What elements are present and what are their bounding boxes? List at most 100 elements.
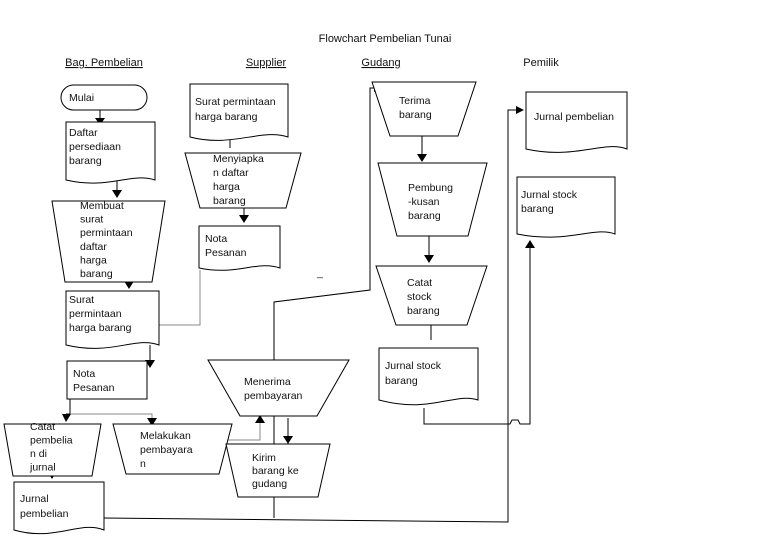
label-line: pembelia [30, 435, 73, 447]
label-line: harga [80, 254, 107, 266]
label-line: pembayara [140, 444, 193, 456]
process-menerima-pembayaran [207, 359, 350, 417]
flowchart-title: Flowchart Pembelian Tunai [319, 33, 452, 45]
document-jurnal-stock-gudang [378, 347, 479, 406]
label-catat-stock: Catat stock barang [407, 277, 440, 317]
label-line: barang [408, 210, 441, 222]
label-jurnal-pembelian: Jurnal pembelian [20, 493, 69, 520]
document-jurnal-pembelian [13, 481, 105, 535]
process-catat-stock [375, 265, 488, 326]
label-menerima-pembayaran: Menerima pembayaran [244, 376, 303, 402]
label-line: Terima [399, 95, 431, 107]
label-line: daftar [80, 241, 107, 253]
label-line: barang ke [252, 465, 299, 477]
label-line: Kirim [252, 452, 276, 464]
label-surat-permintaan: Surat permintaan harga barang [69, 294, 132, 334]
stray-mark: _ [316, 267, 323, 279]
label-line: harga barang [69, 322, 132, 334]
label-line: barang [407, 305, 440, 317]
label-line: Menerima [244, 376, 291, 388]
arrow-to-jurnal-pemilik [516, 106, 524, 114]
label-line: barang [80, 268, 113, 280]
arrow-to-nota-supplier [239, 215, 249, 223]
label-line: barang [521, 203, 554, 215]
arrow-to-catat [62, 414, 71, 422]
label-line: harga barang [195, 111, 258, 123]
terminator-mulai [60, 84, 148, 111]
label-terima-barang: Terima barang [399, 95, 432, 121]
label-line: n di [30, 448, 47, 460]
lane-header-pemilik: Pemilik [523, 57, 559, 69]
label-line: Daftar [69, 127, 98, 139]
document-daftar-persediaan [65, 121, 156, 184]
document-surat-permintaan-supplier [189, 83, 289, 141]
label-line: permintaan [69, 308, 122, 320]
lane-header-gudang: Gudang [361, 57, 400, 69]
label-line: harga [213, 181, 240, 193]
label-line: barang [69, 155, 102, 167]
document-nota-pesanan-supplier [198, 225, 281, 271]
lane-header-supplier: Supplier [246, 57, 287, 69]
connector-jurnal-pemilik [103, 109, 520, 523]
process-catat-pembelian [3, 423, 102, 477]
label-line: Mulai [69, 92, 94, 104]
connector-nota-catat [66, 397, 71, 415]
lane-header-pembelian: Bag. Pembelian [65, 57, 143, 69]
arrow-to-kirim [283, 436, 293, 444]
label-line: barang [385, 375, 418, 387]
label-line: Pesanan [205, 247, 247, 259]
arrow-to-jurnalstock-pemilik [525, 240, 535, 248]
label-line: Jurnal stock [385, 360, 442, 372]
document-jurnal-stock-pemilik [516, 176, 616, 238]
connector-nota-melakukan [70, 413, 153, 420]
label-line: jurnal [29, 462, 56, 474]
label-line: Surat [69, 294, 94, 306]
connector-surat-supplier [157, 270, 201, 326]
label-line: Melakukan [140, 430, 191, 442]
process-menyiapkan-daftar [184, 152, 302, 209]
arrow-to-surat [124, 281, 134, 289]
process-melakukan-pembayaran [112, 423, 233, 475]
label-line: Nota [73, 368, 95, 380]
label-line: barang [399, 109, 432, 121]
label-jurnal-pembelian-pemilik: Jurnal pembelian [534, 111, 614, 123]
label-line: Nota [205, 233, 227, 245]
label-line: persediaan [69, 141, 121, 153]
label-line: pembayaran [244, 390, 303, 402]
process-kirim-barang [225, 443, 331, 498]
arrow-to-pembungkusan [417, 154, 427, 162]
label-line: permintaan [80, 227, 133, 239]
label-line: n [140, 458, 146, 470]
label-line: Catat [407, 277, 432, 289]
label-line: Catat [30, 421, 55, 433]
label-line: stock [407, 291, 432, 303]
document-surat-permintaan [65, 290, 160, 349]
label-line: barang [213, 195, 246, 207]
label-line: Surat permintaan [195, 96, 276, 108]
label-line: pembelian [20, 508, 69, 520]
label-melakukan-pembayaran: Melakukan pembayara n [140, 430, 193, 470]
label-line: Membuat [80, 200, 124, 212]
label-line: gudang [252, 478, 287, 490]
process-membuat-surat [51, 200, 166, 283]
label-mulai: Mulai [69, 92, 94, 104]
label-line: Pesanan [73, 382, 115, 394]
label-line: Jurnal pembelian [534, 111, 614, 123]
label-line: Jurnal [20, 493, 49, 505]
process-pembungkusan-barang [377, 162, 488, 237]
label-line: n daftar [213, 167, 249, 179]
arrow-to-catat-stock [424, 255, 434, 263]
document-jurnal-pembelian-pemilik [525, 91, 628, 153]
arrow-to-melakukan [147, 418, 157, 426]
box-nota-pesanan [66, 360, 148, 400]
